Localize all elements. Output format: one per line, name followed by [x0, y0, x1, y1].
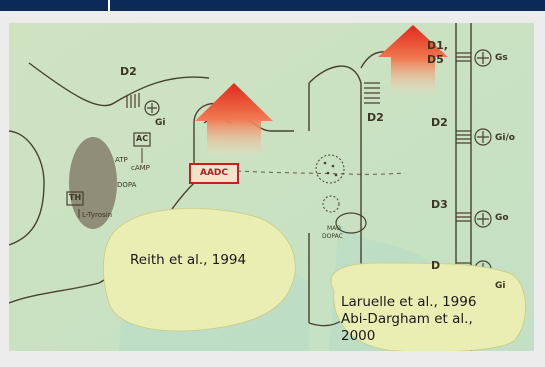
callout-laruelle-text: Laruelle et al., 1996 Abi-Dargham et al.… — [341, 294, 476, 345]
nucleus — [69, 137, 117, 229]
label-dopa: DOPA — [117, 181, 137, 189]
synapse-figure: D2 Gi AC ATP cAMP DOPA TH L-Tyrosin D2 M… — [9, 23, 534, 351]
vesicle-dots — [323, 161, 338, 177]
mitochondrion — [335, 212, 367, 234]
ac-box — [133, 132, 151, 147]
label-dopac: DOPAC — [322, 233, 343, 240]
callout-bubble-reith — [103, 207, 296, 332]
callout-laruelle-line1: Laruelle et al., 1996 — [341, 294, 477, 310]
callout-laruelle-line3: 2000 — [341, 328, 376, 344]
synapse-diagram — [9, 23, 534, 351]
aadc-enzyme-box: AADC — [189, 163, 239, 184]
callout-bubble-laruelle — [330, 262, 526, 351]
label-l-tyrosin: L-Tyrosin — [82, 211, 113, 219]
th-box — [66, 191, 84, 206]
label-d2-postsynaptic: D2 — [431, 116, 448, 129]
callout-laruelle-line2: Abi-Dargham et al., — [341, 311, 473, 327]
callout-reith-text: Reith et al., 1994 — [130, 252, 247, 268]
release-arrow-left — [195, 83, 273, 155]
label-th: TH — [69, 193, 82, 202]
label-d4: D — [431, 259, 441, 272]
label-d2-vesicle: D2 — [367, 111, 384, 124]
header-tab — [108, 0, 545, 11]
vesicle-large — [315, 154, 345, 184]
label-gs: Gs — [495, 53, 508, 63]
label-mao: MAO — [327, 225, 341, 232]
label-d1-d5: D1, D5 — [427, 39, 448, 66]
label-gi-postsynaptic: Gi — [495, 281, 506, 291]
vesicle-small — [322, 195, 340, 213]
d2-presynaptic-receptor — [126, 93, 160, 116]
label-ac: AC — [136, 134, 149, 143]
d2-vesicle-receptor — [364, 82, 380, 104]
top-header-bar — [0, 0, 545, 11]
label-gi-o: Gi/o — [495, 133, 515, 143]
label-camp: cAMP — [131, 164, 150, 172]
label-gi-presynaptic: Gi — [155, 118, 166, 128]
label-go: Go — [495, 213, 509, 223]
label-d3: D3 — [431, 198, 448, 211]
label-atp: ATP — [115, 156, 128, 164]
release-arrow-right — [378, 25, 448, 93]
label-d2-presynaptic: D2 — [120, 65, 137, 78]
